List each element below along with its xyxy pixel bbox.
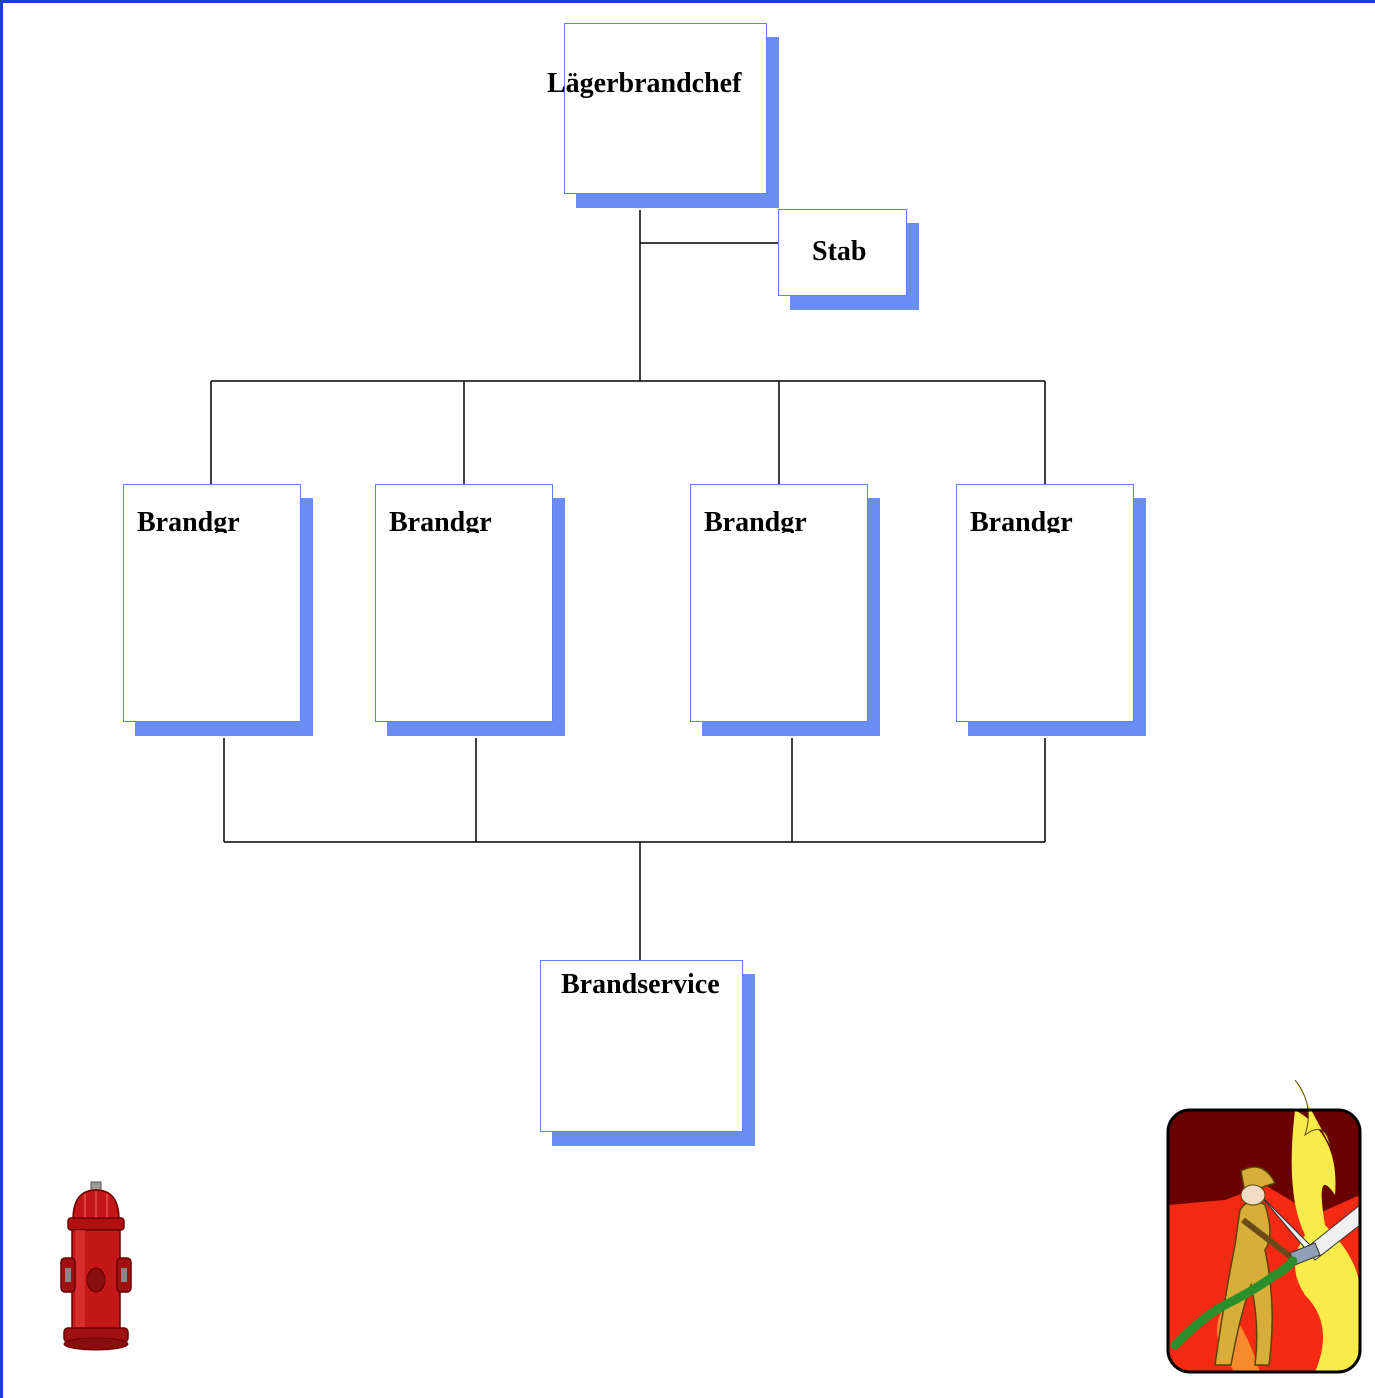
staff-box: Stab bbox=[778, 209, 907, 296]
fire-group-box-4: Brandgr bbox=[956, 484, 1134, 722]
fire-group-box-2: Brandgr bbox=[375, 484, 553, 722]
fire-group-label-2: Brandgr bbox=[389, 507, 492, 533]
fire-group-label-1: Brandgr bbox=[137, 507, 240, 533]
fire-service-label: Brandservice bbox=[561, 969, 720, 1000]
fire-service-box: Brandservice bbox=[540, 960, 743, 1132]
firefighter-icon bbox=[1166, 1079, 1362, 1374]
fire-group-label-3: Brandgr bbox=[704, 507, 807, 533]
chief-box: Lägerbrandchef bbox=[547, 23, 767, 194]
fire-group-box-1: Brandgr bbox=[123, 484, 301, 722]
fire-group-box-3: Brandgr bbox=[690, 484, 868, 722]
staff-label: Stab bbox=[812, 236, 867, 267]
fire-hydrant-icon bbox=[60, 1181, 132, 1351]
chief-label: Lägerbrandchef bbox=[547, 68, 742, 99]
fire-group-label-4: Brandgr bbox=[970, 507, 1073, 533]
